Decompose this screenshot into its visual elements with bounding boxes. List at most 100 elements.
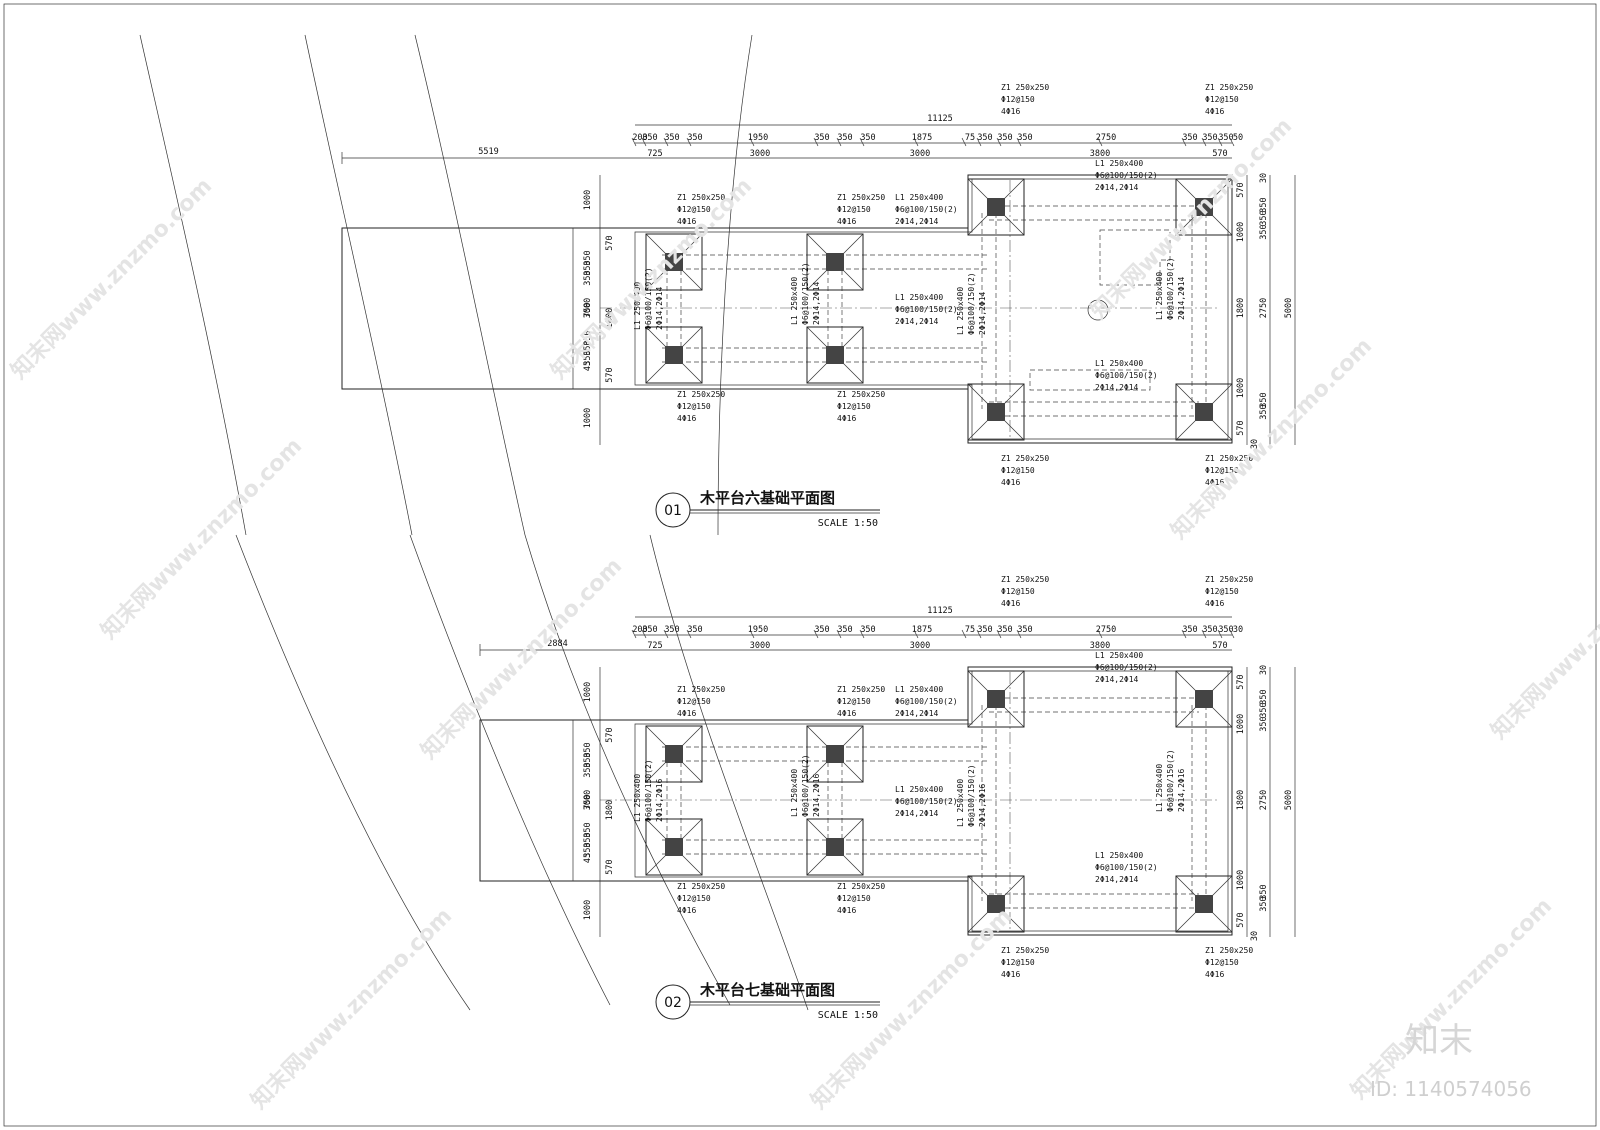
column-label: Z1 250x250 xyxy=(1001,946,1049,955)
dimension-value: 570 xyxy=(1236,182,1246,197)
column-footing xyxy=(645,725,703,783)
overall-dimension: 11125 xyxy=(927,114,953,124)
dimension-value: 350 xyxy=(583,350,593,365)
column-footing xyxy=(1175,383,1233,441)
beam-label: Φ6@100/150(2) xyxy=(1095,171,1158,180)
beam-label: L1 250x400 xyxy=(1095,359,1143,368)
beam-label-vertical: 2Φ14,2Φ14 xyxy=(812,281,821,325)
dimension-value: 5000 xyxy=(1284,790,1294,810)
beam-label-vertical: L1 250x400 xyxy=(1155,764,1164,812)
beam-label: L1 250x400 xyxy=(1095,651,1143,660)
dimension-value: 350 xyxy=(1259,210,1269,225)
beam-label: 2Φ14,2Φ14 xyxy=(895,317,939,326)
opening-outline xyxy=(1029,369,1151,391)
column-label: Φ12@150 xyxy=(1205,95,1239,104)
column-label: Z1 250x250 xyxy=(837,390,885,399)
dimension-value: 3000 xyxy=(583,790,593,810)
column-label: Z1 250x250 xyxy=(1001,83,1049,92)
beam-label-vertical: 2Φ14,2Φ14 xyxy=(1177,276,1186,320)
dimension-value: 350 xyxy=(583,822,593,837)
column-label: Φ12@150 xyxy=(677,697,711,706)
dimension-value: 570 xyxy=(1212,149,1227,159)
dimension-value: 350 xyxy=(1182,133,1197,143)
watermark-text: 知末网www.znzmo.com xyxy=(1486,533,1600,744)
watermark-text: 知末网www.znzmo.com xyxy=(6,173,217,384)
column-label: Z1 250x250 xyxy=(1205,575,1253,584)
sheet-border xyxy=(3,3,1597,1127)
beam-label-vertical: Φ6@100/150(2) xyxy=(644,759,653,822)
column-footing xyxy=(967,178,1025,236)
dimension-value: 45 xyxy=(583,853,593,863)
column-label: Φ12@150 xyxy=(1001,958,1035,967)
column-label: Z1 250x250 xyxy=(837,193,885,202)
column-label: Φ12@150 xyxy=(1205,587,1239,596)
dimension-value: 30 xyxy=(1233,625,1243,635)
dimension-value: 1950 xyxy=(748,133,768,143)
dimension-value: 1000 xyxy=(1236,222,1246,242)
dimension-value: 350 xyxy=(1218,133,1233,143)
beam-label-vertical: 2Φ14,2Φ16 xyxy=(978,783,987,827)
column-label: Φ12@150 xyxy=(1001,587,1035,596)
column-label: 4Φ16 xyxy=(837,217,856,226)
beam-label: 2Φ14,2Φ14 xyxy=(895,217,939,226)
dimension-value: 570 xyxy=(1236,420,1246,435)
column-label: 4Φ16 xyxy=(1205,107,1224,116)
dimension-value: 350 xyxy=(977,625,992,635)
column-label: 4Φ16 xyxy=(677,217,696,226)
dimension-value: 350 xyxy=(814,625,829,635)
dimension-value: 350 xyxy=(837,625,852,635)
dimension-value: 3000 xyxy=(750,149,770,159)
dimension-value: 75 xyxy=(965,625,975,635)
dimension-value: 350 xyxy=(1259,404,1269,419)
dimension-value: 350 xyxy=(1259,224,1269,239)
column-footing xyxy=(806,326,864,384)
column-footing xyxy=(1175,178,1233,236)
dimension-value: 1000 xyxy=(583,900,593,920)
dimension-value: 350 xyxy=(583,260,593,275)
beam-label: 2Φ14,2Φ14 xyxy=(1095,675,1139,684)
dimension-value: 350 xyxy=(687,133,702,143)
column-label: Φ12@150 xyxy=(677,402,711,411)
beam-label: 2Φ14,2Φ14 xyxy=(1095,383,1139,392)
pile-circle xyxy=(1087,299,1109,321)
dimension-value: 570 xyxy=(1236,674,1246,689)
watermark-text: 知末网www.znzmo.com xyxy=(546,173,757,384)
beam-label-vertical: 2Φ14,2Φ16 xyxy=(812,773,821,817)
column-footing xyxy=(645,326,703,384)
dimension-value: 2750 xyxy=(1096,133,1116,143)
column-label: Z1 250x250 xyxy=(677,882,725,891)
dimension-value: 1950 xyxy=(748,625,768,635)
dimension-value: 350 xyxy=(1017,625,1032,635)
dimension-value: 350 xyxy=(583,832,593,847)
watermark-text: 知末网www.znzmo.com xyxy=(1166,333,1377,544)
dimension-value: 2750 xyxy=(1259,790,1269,810)
beam-label: Φ6@100/150(2) xyxy=(1095,863,1158,872)
watermark-id: ID: 1140574056 xyxy=(1370,1077,1532,1101)
opening-outline xyxy=(1099,229,1171,286)
dimension-value: 350 xyxy=(583,270,593,285)
dimension-value: 350 xyxy=(860,625,875,635)
dimension-value: 1000 xyxy=(583,190,593,210)
dimension-value: 1800 xyxy=(605,308,615,328)
dimension-value: 750 xyxy=(583,302,593,317)
column-label: 4Φ16 xyxy=(1205,970,1224,979)
dimension-value: 30 xyxy=(1250,439,1260,449)
dimension-value: 350 xyxy=(583,330,593,345)
dimension-value: 350 xyxy=(977,133,992,143)
column-label: Φ12@150 xyxy=(837,894,871,903)
dimension-value: 350 xyxy=(642,133,657,143)
dimension-value: 200 xyxy=(632,625,647,635)
column-label: 4Φ16 xyxy=(837,906,856,915)
beam-label-vertical: Φ6@100/150(2) xyxy=(801,262,810,325)
dimension-value: 30 xyxy=(1250,931,1260,941)
watermark-logo: 知末 xyxy=(1405,1021,1473,1061)
beam-label-vertical: 2Φ14,2Φ14 xyxy=(978,291,987,335)
dimension-value: 350 xyxy=(664,625,679,635)
column-label: Z1 250x250 xyxy=(677,193,725,202)
beam-label: L1 250x400 xyxy=(895,193,943,202)
beam-label-vertical: 2Φ14,2Φ16 xyxy=(1177,768,1186,812)
beam-label-vertical: Φ6@100/150(2) xyxy=(644,267,653,330)
beam-label: 2Φ14,2Φ14 xyxy=(895,709,939,718)
